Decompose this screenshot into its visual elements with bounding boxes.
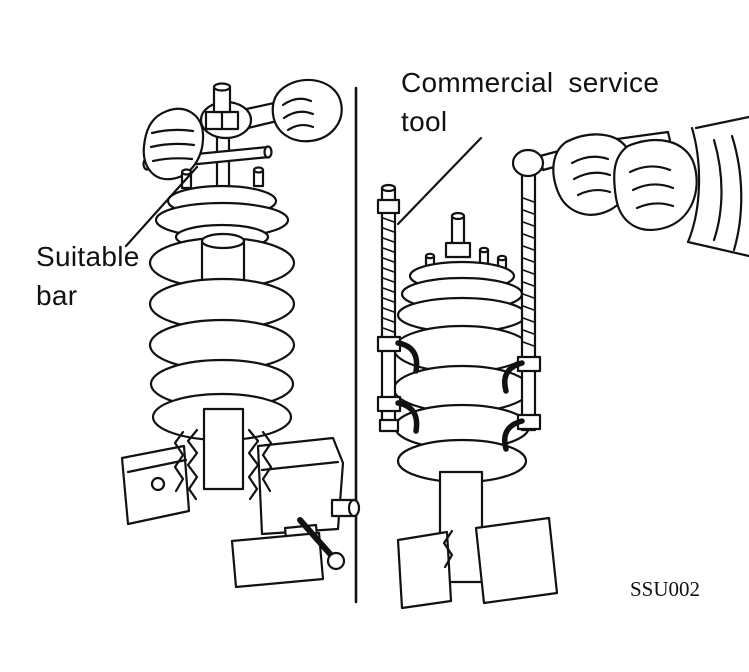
hands-on-ratchet — [552, 133, 698, 231]
label-suitable-bar: Suitable bar — [36, 241, 140, 311]
figure-code: SSU002 — [630, 577, 701, 601]
vise-right — [396, 516, 559, 610]
thread-marks-left — [382, 217, 395, 333]
strut-upper-mount-right — [396, 260, 528, 334]
label-commercial-service-tool: Commercial service tool — [401, 67, 660, 137]
strut-tube — [202, 407, 245, 491]
spring-hook-lower-right — [502, 418, 525, 452]
heat-shield-plates — [173, 428, 273, 501]
piston-rod-nut — [204, 82, 240, 131]
compressor-rod-left — [376, 183, 420, 434]
spring-hook-upper-left — [395, 340, 420, 374]
spring-hook-lower-left — [395, 400, 420, 434]
shirt-sleeve — [686, 115, 749, 258]
spring-hook-upper-right — [502, 360, 525, 394]
strut-piston-rod-right — [444, 211, 472, 259]
left-illustration-strut-in-vise — [120, 78, 361, 589]
compressor-rod-right — [502, 166, 542, 452]
leader-line-service-tool — [396, 136, 483, 226]
leader-line-suitable-bar — [124, 165, 199, 248]
hand-on-wrench — [271, 78, 343, 143]
hand-on-bar — [142, 107, 205, 181]
coil-spring — [148, 232, 296, 442]
thread-marks-right — [522, 197, 535, 347]
right-illustration-spring-compressor — [376, 115, 749, 610]
vise — [120, 436, 361, 589]
